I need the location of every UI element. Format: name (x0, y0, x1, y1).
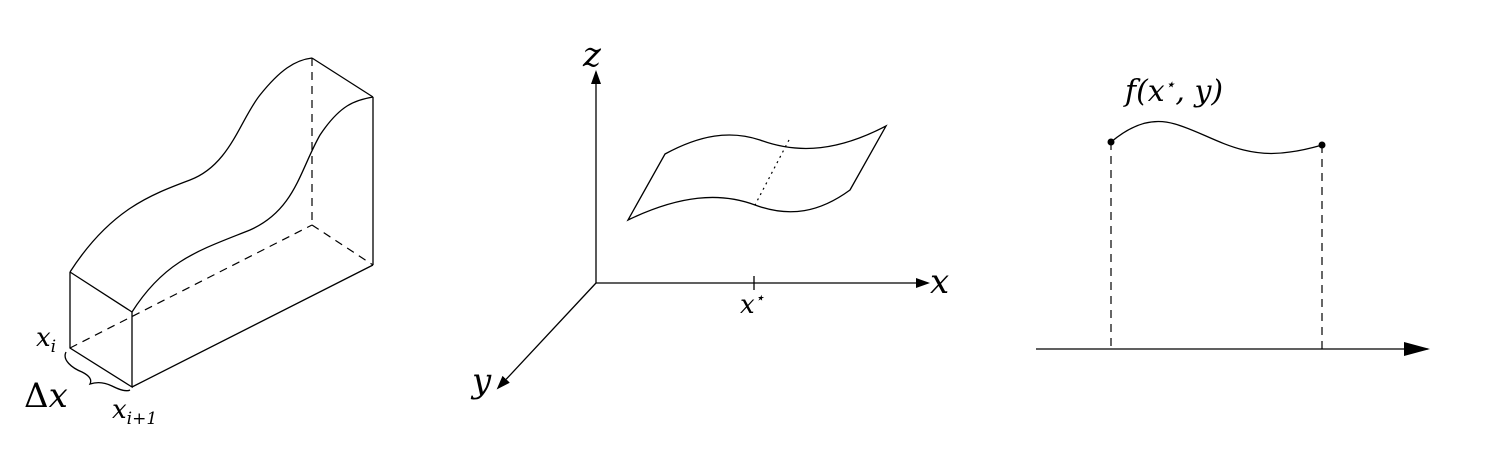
label-y: y (470, 361, 492, 401)
label-f-xstar-y: f(x⋆, y) (1123, 74, 1223, 109)
label-xi1: xi+1 (112, 395, 157, 429)
slab-bottom-edge (131, 264, 374, 388)
slab-front-top-curve (131, 96, 374, 313)
label-z: z (582, 35, 602, 75)
slab-front-face (69, 272, 133, 389)
label-x: x (930, 262, 949, 302)
slab-front-top-edge (69, 271, 133, 313)
label-xi: xi (36, 323, 56, 357)
slab-hidden-back-bottom (69, 224, 313, 349)
label-delta-x: Δx (24, 376, 68, 416)
label-x-star: x⋆ (740, 288, 765, 320)
slab-right-cap (311, 57, 374, 98)
surface-slice (754, 139, 790, 206)
slab-hidden-right-bottom (311, 224, 374, 266)
cross-section-curve (1110, 120, 1323, 155)
cross-section-figure: f(x⋆, y) (1036, 74, 1430, 356)
axes-figure: z x y x⋆ (470, 35, 949, 401)
slab-figure: xi Δx xi+1 (24, 57, 374, 429)
delta-x-brace (64, 351, 131, 392)
surface-patch (626, 124, 888, 222)
y-axis (496, 282, 597, 390)
slab-back-top-curve (69, 57, 313, 273)
